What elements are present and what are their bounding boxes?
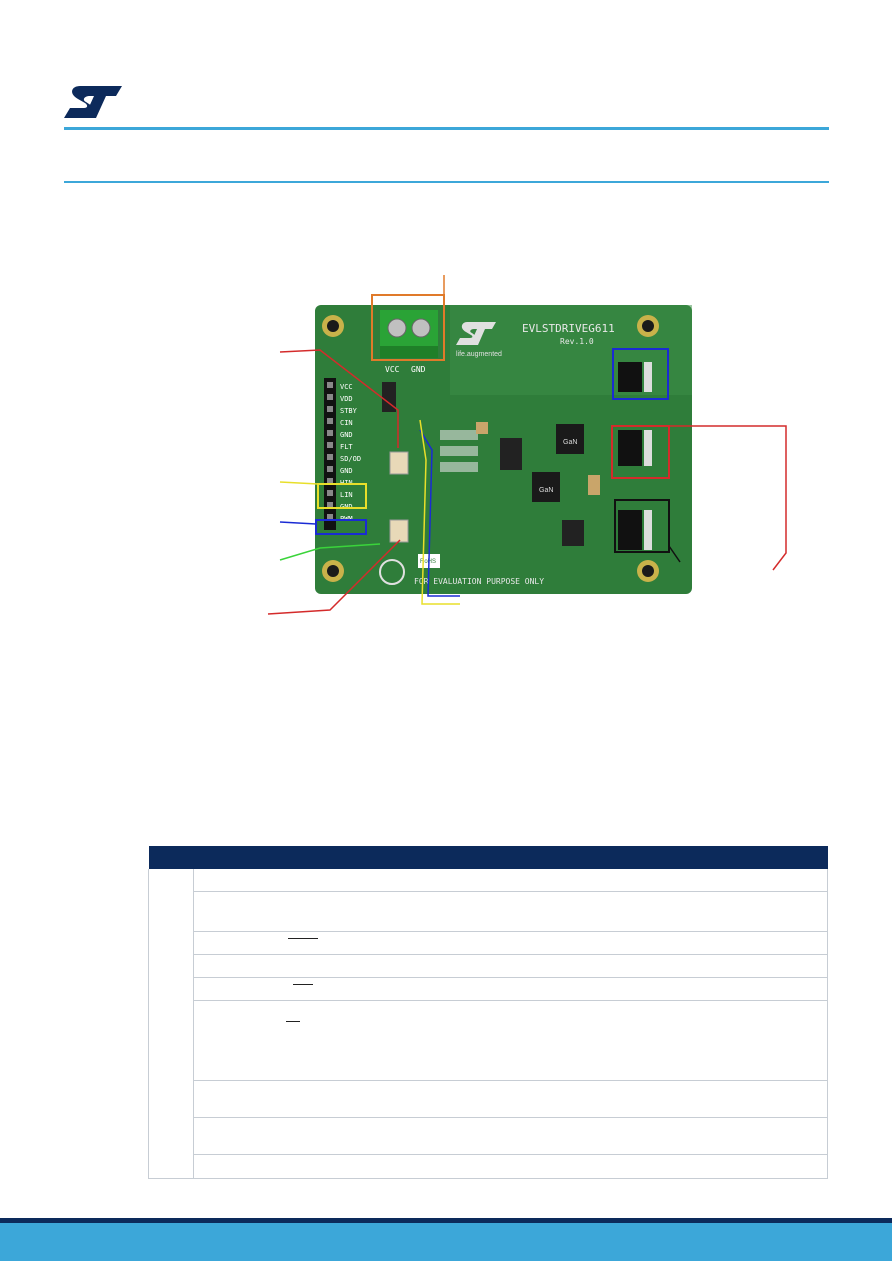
power-terminal-block: VCC GND — [380, 310, 438, 374]
overline-mark — [287, 937, 318, 939]
table-row — [149, 954, 828, 978]
pin-label-stby: STBY — [340, 407, 358, 415]
board-st-logo-icon — [456, 322, 496, 345]
table-header-cell — [349, 846, 463, 869]
table-header-row — [148, 846, 828, 869]
pin-label-flt: FLT — [340, 443, 353, 451]
callout-box-hin-lin — [317, 483, 367, 509]
table-row — [149, 1154, 828, 1179]
table-row — [149, 891, 828, 932]
evaluation-board-figure: VCC GND life.augmented EVLSTDRIVEG611 Re… — [267, 275, 787, 615]
callout-line-blue-bottom — [419, 429, 460, 597]
pin-label-sd-od: SD/OD — [340, 455, 361, 463]
pin-label-vcc: VCC — [340, 383, 353, 391]
table-row — [149, 931, 828, 955]
pin-label-cin: CIN — [340, 419, 353, 427]
jumper-cn3 — [618, 510, 652, 550]
board-footer-label: FOR EVALUATION PURPOSE ONLY — [414, 577, 544, 586]
table-header-cell — [148, 846, 194, 869]
overline-mark — [285, 1021, 300, 1022]
table-row — [149, 1000, 828, 1081]
overline-mark — [292, 983, 313, 985]
table-row — [149, 977, 828, 1001]
callout-line-tr1 — [279, 349, 399, 448]
callout-line-hin-lin — [279, 481, 319, 485]
component-cluster: GaN GaN — [382, 382, 600, 546]
rohs-label: RoHS — [420, 559, 436, 565]
board-tagline: life.augmented — [456, 351, 502, 358]
table-group-cell — [148, 869, 194, 1179]
st-logo-icon — [64, 86, 122, 118]
callout-line-green — [279, 543, 381, 561]
section-rule — [64, 181, 829, 183]
table-header-cell — [193, 846, 258, 869]
header-rule — [64, 127, 829, 130]
gan-chip-label-1: GaN — [563, 439, 577, 446]
footer-dark-rule — [0, 1218, 892, 1223]
pin-label-gnd-1: GND — [340, 431, 353, 439]
terminal-label-gnd: GND — [411, 365, 426, 374]
table-header-cell — [257, 846, 350, 869]
table-row — [148, 869, 828, 1179]
callout-line-cn1 — [669, 425, 787, 571]
callout-line-yellow-bottom — [419, 419, 460, 605]
terminal-label-vcc: VCC — [385, 365, 400, 374]
board-title: EVLSTDRIVEG611 — [522, 322, 615, 335]
jumper-cn1 — [618, 430, 652, 466]
trimmer-tr1 — [389, 451, 409, 475]
recycle-icon — [379, 559, 405, 585]
callout-line-tr2 — [267, 539, 401, 615]
board-revision: Rev.1.0 — [560, 337, 594, 346]
table-row — [149, 1080, 828, 1118]
callout-box-pwm — [315, 519, 367, 535]
pin-label-gnd-2: GND — [340, 467, 353, 475]
gan-chip-label-2: GaN — [539, 487, 553, 494]
callout-box-cn1 — [611, 425, 670, 479]
pin-label-vdd: VDD — [340, 395, 353, 403]
callout-line-cn3 — [668, 545, 681, 563]
pin-label-lin: LIN — [340, 491, 353, 499]
trimmer-tr2 — [389, 519, 409, 543]
pin-description-table — [148, 846, 828, 1179]
left-pin-header — [324, 378, 336, 530]
table-header-cell — [462, 846, 828, 869]
callout-box-power-terminal — [371, 294, 445, 361]
callout-box-cn2 — [612, 348, 669, 400]
jumper-cn2 — [618, 362, 652, 392]
callout-box-cn3 — [614, 499, 670, 553]
mounting-holes — [322, 315, 659, 582]
callout-line-pwm — [279, 521, 317, 525]
footer-band — [0, 1223, 892, 1261]
table-row — [149, 1117, 828, 1155]
